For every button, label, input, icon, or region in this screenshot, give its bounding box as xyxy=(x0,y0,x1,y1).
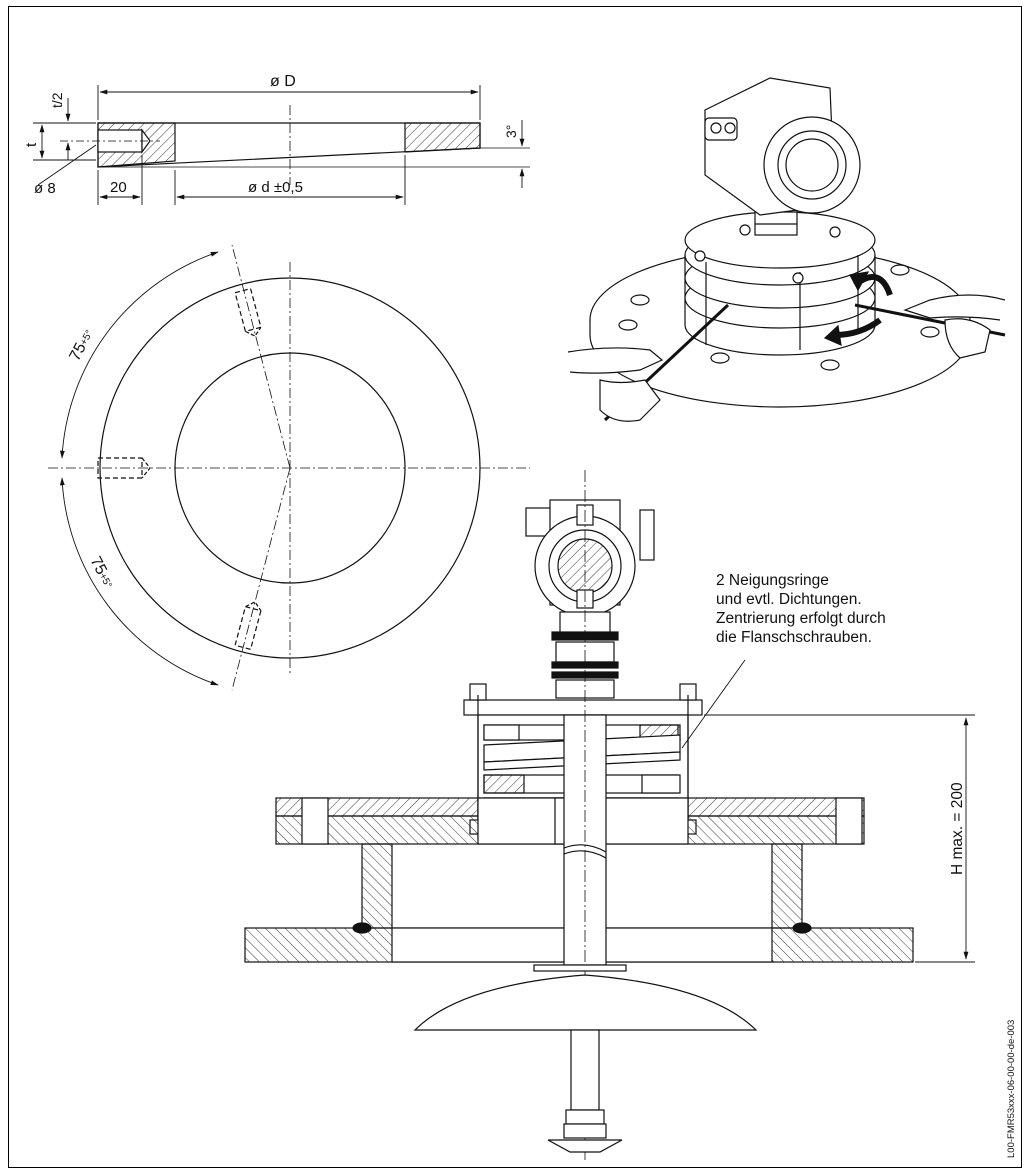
ring-plan-view xyxy=(48,244,530,691)
assembly-section xyxy=(244,470,914,1160)
annotation-line-1: 2 Neigungsringe xyxy=(716,572,829,589)
document-code: L00-FMR53xxx-06-00-00-de-003 xyxy=(1006,1019,1017,1158)
annotation-note: 2 Neigungsringe und evtl. Dichtungen. Ze… xyxy=(716,571,886,647)
height-dimension xyxy=(681,659,975,963)
dim-t-label: t xyxy=(23,142,40,147)
installation-illustration xyxy=(567,77,1006,422)
drawing-frame xyxy=(8,6,1022,1168)
annotation-line-4: die Flanschschrauben. xyxy=(716,629,872,646)
height-label: H max. = 200 xyxy=(949,782,966,875)
dim-D-label: ø D xyxy=(270,73,296,90)
annotation-line-3: Zentrierung erfolgt durch xyxy=(716,610,886,627)
dimension-lines xyxy=(33,85,525,205)
dim-20-label: 20 xyxy=(110,179,127,196)
dim-3deg-label: 3° xyxy=(503,125,519,138)
angle-top-label: 75+5° xyxy=(67,327,98,364)
ring-section xyxy=(60,105,530,185)
dim-d-label: ø d ±0,5 xyxy=(248,179,303,196)
dim-hole-label: ø 8 xyxy=(34,180,56,197)
dim-t-half-label: t/2 xyxy=(49,92,65,108)
angle-bottom-label: 75+5° xyxy=(86,554,117,591)
annotation-line-2: und evtl. Dichtungen. xyxy=(716,591,862,608)
